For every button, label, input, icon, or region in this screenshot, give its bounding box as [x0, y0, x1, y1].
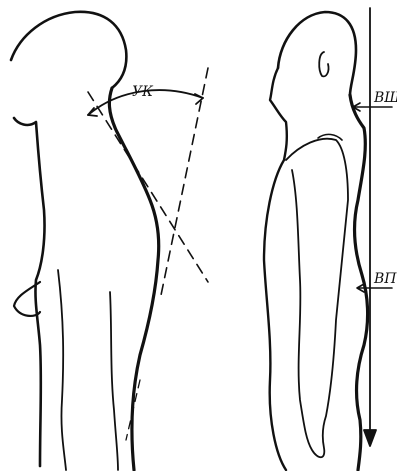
right-figure-ear [319, 52, 328, 76]
right-figure-back-outline [350, 95, 368, 470]
angle-arrow-right [195, 94, 203, 104]
neck-tangent-dashed [88, 92, 208, 282]
angle-label: УК [132, 84, 154, 100]
right-figure [264, 8, 392, 470]
lumbar-curve-label: ВП [373, 271, 397, 287]
right-figure-arm [286, 139, 348, 458]
left-figure-arm [58, 270, 118, 470]
trunk-tangent-dashed [160, 68, 208, 300]
left-figure [11, 12, 208, 470]
right-figure-head-outline [278, 12, 356, 95]
plumb-line-arrow [364, 430, 376, 446]
right-figure-front-outline [264, 68, 287, 470]
left-figure-front-outline [11, 12, 126, 466]
neck-curve-label: ВШ [373, 90, 397, 106]
left-figure-back-outline [109, 88, 158, 470]
